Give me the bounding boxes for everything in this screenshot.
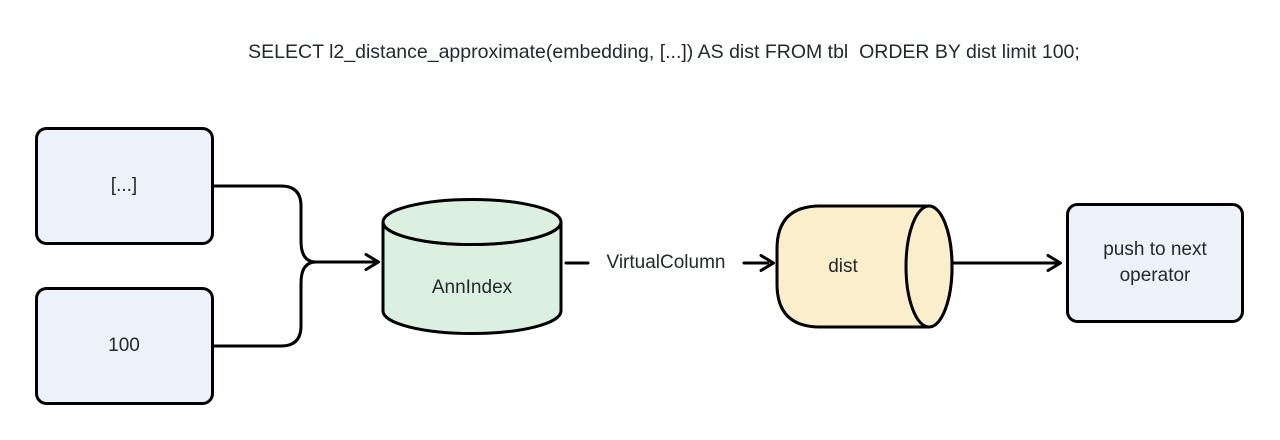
merge-connector-top — [211, 184, 318, 264]
connectors — [211, 184, 1062, 348]
limit-label: 100 — [108, 334, 140, 356]
next-operator-node — [1066, 203, 1244, 323]
merge-connector-bottom — [211, 260, 318, 348]
dist-label: dist — [828, 255, 858, 277]
ann-index-cylinder-top — [381, 198, 563, 246]
next-operator-label-text: push to next operator — [1103, 238, 1207, 286]
ann-index-cylinder — [381, 198, 563, 335]
limit-node — [35, 287, 214, 405]
dist-cylinder — [775, 204, 954, 329]
arrowhead-to-next-operator — [1046, 254, 1062, 272]
ann-index-label: AnnIndex — [431, 277, 513, 299]
arrowhead-to-ann-index — [364, 253, 380, 271]
query-vector-node — [35, 127, 214, 245]
sql-query-title: SELECT l2_distance_approximate(embedding… — [248, 40, 1080, 63]
dist-cylinder-cap — [904, 204, 954, 329]
query-vector-label: [...] — [110, 174, 138, 196]
next-operator-label: push to next operator — [1067, 204, 1243, 321]
virtual-column-edge-label: VirtualColumn — [606, 252, 726, 274]
arrowhead-to-dist — [759, 254, 775, 272]
